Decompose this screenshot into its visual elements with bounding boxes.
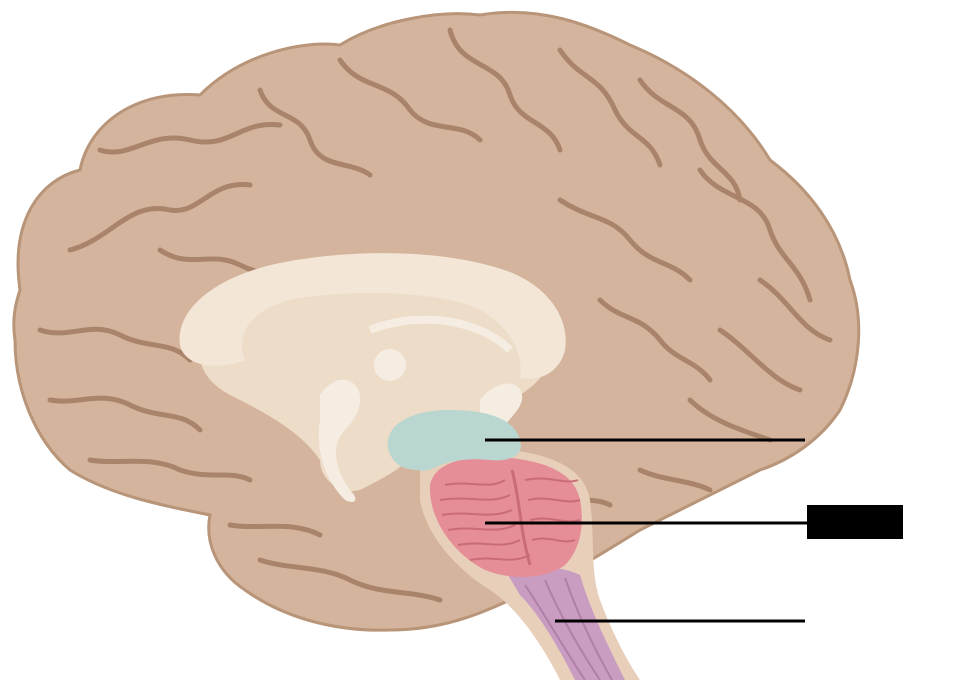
label-box-pons: [807, 505, 903, 539]
medulla-striations: [524, 577, 613, 680]
fornix-arc: [368, 315, 513, 353]
fornix: [318, 379, 361, 502]
thalamus: [374, 349, 406, 381]
pons-striations: [439, 469, 581, 566]
midbrain: [387, 410, 521, 471]
corpus-callosum: [179, 253, 566, 379]
pons: [429, 457, 582, 577]
